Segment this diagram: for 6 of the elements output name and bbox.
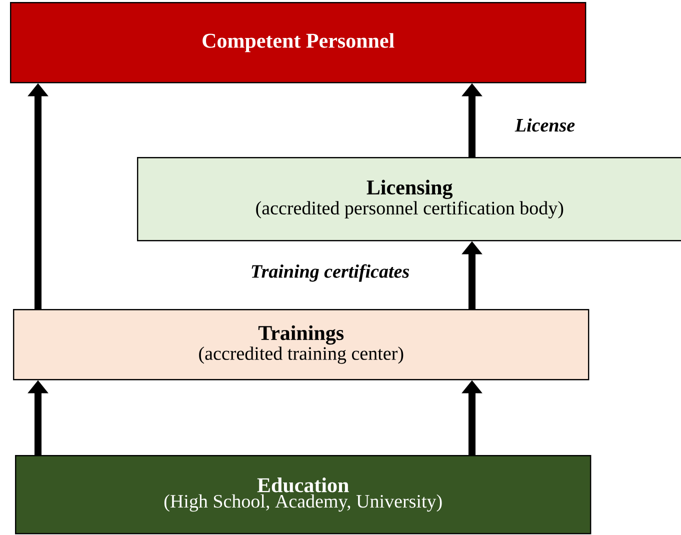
edge-label: License: [512, 116, 578, 134]
process-box: Licensing (accredited personnel certification body): [137, 157, 681, 242]
process-box: Education (High School, Academy, University): [15, 454, 592, 534]
process-box: Trainings (accredited training center): [13, 309, 590, 380]
title-box: Competent Personnel: [10, 2, 586, 84]
edge-label: Training certificates: [248, 262, 412, 284]
